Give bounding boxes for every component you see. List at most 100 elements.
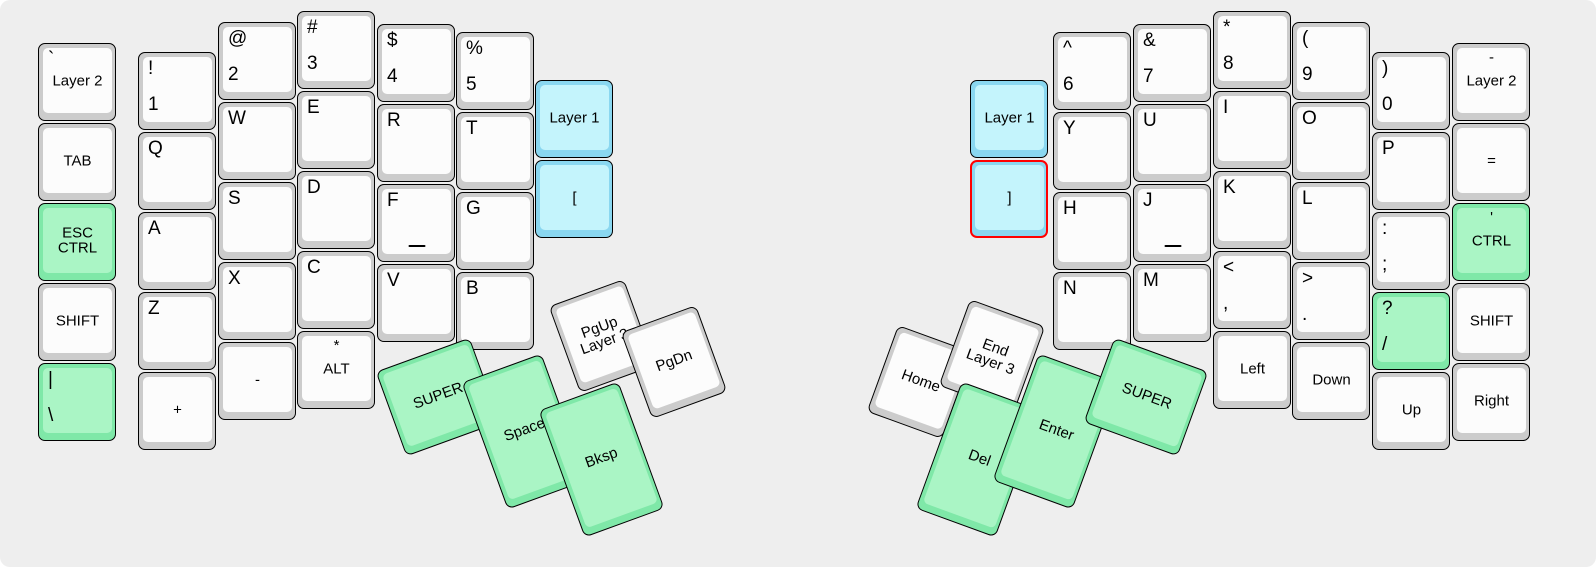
key-top-surface: Y: [1058, 117, 1127, 182]
key-top-surface: +: [143, 377, 212, 442]
key-legend-top-left: P: [1382, 138, 1395, 159]
key-legend-center: Right: [1473, 391, 1510, 409]
key-legend-top-left: M: [1143, 270, 1159, 291]
key-slash[interactable]: ?/: [1372, 292, 1450, 370]
key-top-surface: F: [382, 189, 451, 254]
key-legend-bottom-left: /: [1382, 334, 1388, 355]
key-g[interactable]: G: [456, 192, 534, 270]
key-legend-top-left: Y: [1063, 118, 1076, 139]
key-top-surface: SHIFT: [1457, 288, 1526, 353]
key-legend-top-left: I: [1223, 97, 1229, 118]
key-y[interactable]: Y: [1053, 112, 1131, 190]
key-up[interactable]: Up: [1372, 372, 1450, 450]
key-minus-l[interactable]: -: [218, 342, 296, 420]
key-4[interactable]: $4: [377, 24, 455, 102]
key-9[interactable]: (9: [1292, 22, 1370, 100]
key-plus[interactable]: +: [138, 372, 216, 450]
key-legend-bottom-left: 4: [387, 66, 398, 87]
key-legend-top-left: R: [387, 110, 401, 131]
key-7[interactable]: &7: [1133, 24, 1211, 102]
key-r[interactable]: R: [377, 104, 455, 182]
key-equals[interactable]: =: [1452, 123, 1530, 201]
key-shift-r[interactable]: SHIFT: [1452, 283, 1530, 361]
key-bracket-right[interactable]: ]: [970, 160, 1048, 238]
key-top-surface: O: [1297, 107, 1366, 172]
key-t[interactable]: T: [456, 112, 534, 190]
key-e[interactable]: E: [297, 91, 375, 169]
key-top-surface: L: [1297, 187, 1366, 252]
key-top-surface: Right: [1457, 368, 1526, 433]
key-alt[interactable]: *ALT: [297, 331, 375, 409]
key-f[interactable]: F: [377, 184, 455, 262]
key-q[interactable]: Q: [138, 132, 216, 210]
key-k[interactable]: K: [1213, 171, 1291, 249]
key-top-surface: E: [302, 96, 371, 161]
key-l[interactable]: L: [1292, 182, 1370, 260]
key-6[interactable]: ^6: [1053, 32, 1131, 110]
key-top-surface: ]: [975, 165, 1044, 230]
key-right[interactable]: Right: [1452, 363, 1530, 441]
key-1[interactable]: !1: [138, 52, 216, 130]
key-z[interactable]: Z: [138, 292, 216, 370]
key-left[interactable]: Left: [1213, 331, 1291, 409]
key-top-surface: !1: [143, 57, 212, 122]
key-2[interactable]: @2: [218, 22, 296, 100]
key-top-surface: A: [143, 217, 212, 282]
key-b[interactable]: B: [456, 272, 534, 350]
key-layer1-r[interactable]: Layer 1: [970, 80, 1048, 158]
key-tab[interactable]: TAB: [38, 123, 116, 201]
key-0[interactable]: )0: [1372, 52, 1450, 130]
key-period[interactable]: >.: [1292, 262, 1370, 340]
key-legend-bottom-left: 5: [466, 74, 477, 95]
key-8[interactable]: *8: [1213, 11, 1291, 89]
key-legend-bottom-left: 1: [148, 94, 159, 115]
key-j[interactable]: J: [1133, 184, 1211, 262]
key-legend-center: -: [255, 370, 260, 388]
key-legend-bottom-left: ,: [1223, 293, 1229, 314]
key-top-surface: TAB: [43, 128, 112, 193]
key-legend-top-left: &: [1143, 30, 1156, 51]
key-5[interactable]: %5: [456, 32, 534, 110]
key-s[interactable]: S: [218, 182, 296, 260]
key-shift-l[interactable]: SHIFT: [38, 283, 116, 361]
key-n[interactable]: N: [1053, 272, 1131, 350]
key-d[interactable]: D: [297, 171, 375, 249]
key-legend-center: Down: [1312, 370, 1351, 388]
key-top-surface: W: [223, 107, 292, 172]
key-legend-bottom-left: 0: [1382, 94, 1393, 115]
key-quote-ctrl[interactable]: 'CTRL: [1452, 203, 1530, 281]
key-p[interactable]: P: [1372, 132, 1450, 210]
key-comma[interactable]: <,: [1213, 251, 1291, 329]
key-3[interactable]: #3: [297, 11, 375, 89]
key-legend-stacked: ESC CTRL: [57, 224, 98, 257]
key-layer1-l[interactable]: Layer 1: [535, 80, 613, 158]
key-v[interactable]: V: [377, 264, 455, 342]
key-x[interactable]: X: [218, 262, 296, 340]
key-top-surface: S: [223, 187, 292, 252]
key-layer2-r[interactable]: -Layer 2: [1452, 43, 1530, 121]
key-bracket-left[interactable]: [: [535, 160, 613, 238]
key-legend-top-left: V: [387, 270, 400, 291]
key-top-surface: =: [1457, 128, 1526, 193]
key-legend-stacked: End Layer 3: [963, 334, 1017, 379]
key-layer2-l[interactable]: `Layer 2: [38, 43, 116, 121]
key-legend-bottom-left: 6: [1063, 74, 1074, 95]
key-m[interactable]: M: [1133, 264, 1211, 342]
key-i[interactable]: I: [1213, 91, 1291, 169]
key-w[interactable]: W: [218, 102, 296, 180]
key-super-r[interactable]: SUPER: [1083, 337, 1209, 457]
key-a[interactable]: A: [138, 212, 216, 290]
key-legend-top-left: #: [307, 17, 318, 38]
key-esc-ctrl[interactable]: ESC CTRL: [38, 203, 116, 281]
key-u[interactable]: U: [1133, 104, 1211, 182]
key-legend-bottom-left: 8: [1223, 53, 1234, 74]
key-legend-top-left: :: [1382, 218, 1388, 239]
key-top-surface: K: [1218, 176, 1287, 241]
key-c[interactable]: C: [297, 251, 375, 329]
key-down[interactable]: Down: [1292, 342, 1370, 420]
key-semicolon[interactable]: :;: [1372, 212, 1450, 290]
key-pipe-backslash[interactable]: |\: [38, 363, 116, 441]
key-o[interactable]: O: [1292, 102, 1370, 180]
key-h[interactable]: H: [1053, 192, 1131, 270]
